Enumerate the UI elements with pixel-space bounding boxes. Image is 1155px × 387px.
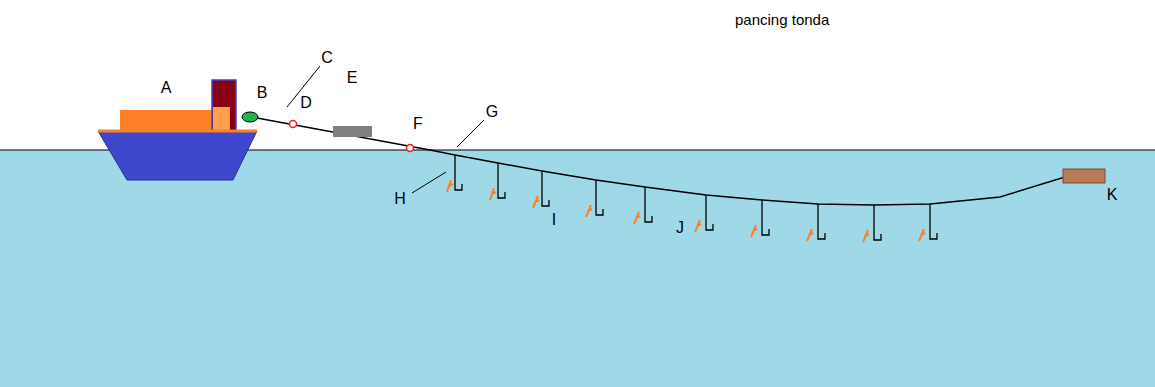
sinker [333,126,372,137]
boat-door [213,107,230,131]
boat-tower [212,80,236,131]
callout-letter: H [394,191,406,207]
callout-letter: E [347,70,358,86]
callout-letter: J [676,220,684,236]
callout-letter: C [321,50,333,66]
swivel [290,121,297,128]
boat [98,80,257,180]
reel [242,112,258,122]
sea-water [0,150,1155,387]
main-line [430,150,1065,205]
lures [447,180,925,242]
leader-lines [287,66,484,193]
callout-letter: B [257,85,268,101]
callout-letter: K [1107,187,1118,203]
float [1063,169,1105,183]
callout-letter: G [486,104,498,120]
rod-line [257,118,430,150]
diagram-title: pancing tonda [735,12,829,27]
branch-lines [455,155,937,240]
boat-rim [98,130,257,133]
callout-letter: F [413,116,423,132]
callout-letter: A [161,80,172,96]
callout-letter: D [300,95,312,111]
callout-letter: I [552,212,556,228]
swivel [407,145,414,152]
boat-hull [98,131,257,180]
